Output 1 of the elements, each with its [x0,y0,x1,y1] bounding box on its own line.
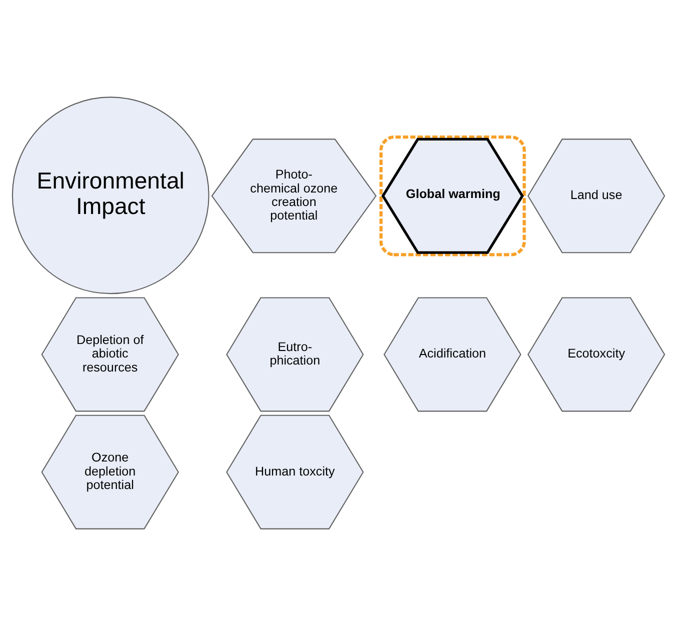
node-circle: Environmental Impact [12,96,210,294]
